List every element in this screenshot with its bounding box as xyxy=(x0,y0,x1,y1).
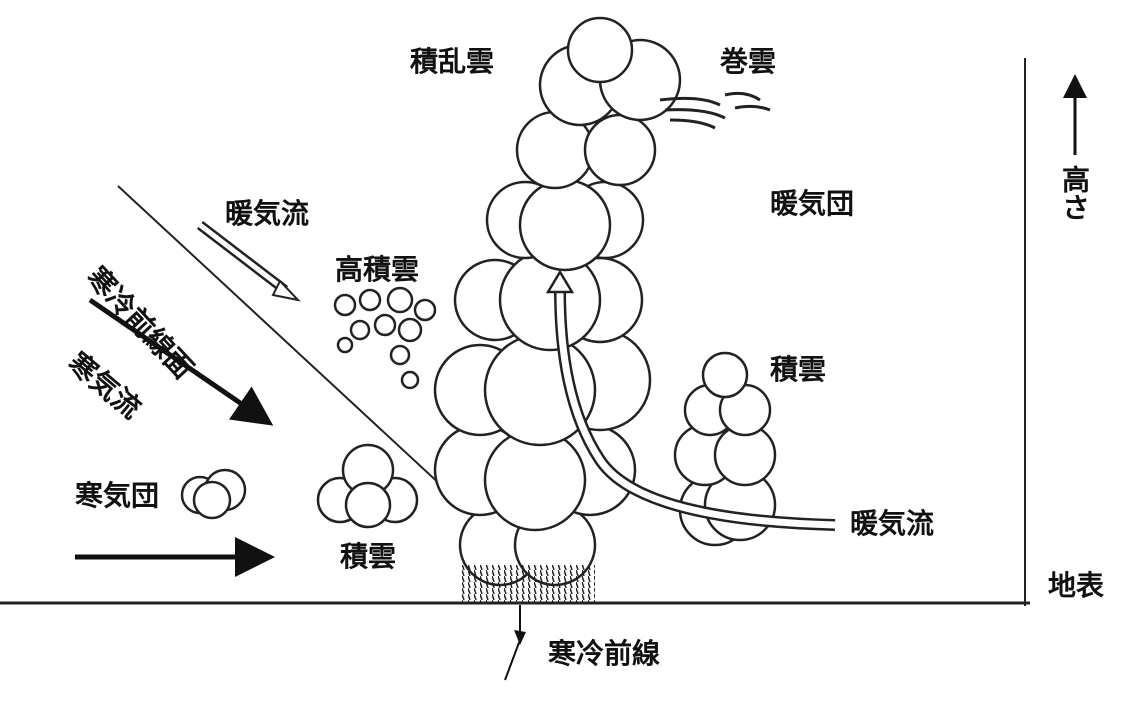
label-warm-flow-top: 暖気流 xyxy=(225,197,310,230)
cold-flow-arrow xyxy=(88,297,274,426)
label-height: 高さ xyxy=(1058,165,1091,221)
label-cirrus: 巻雲 xyxy=(720,45,777,78)
precipitation-hatch xyxy=(460,565,595,603)
label-warm-air-mass: 暖気団 xyxy=(770,187,855,220)
label-cumulus-right: 積雲 xyxy=(770,353,827,386)
label-cumulus-left: 積雲 xyxy=(340,540,397,573)
label-cold-air-mass: 寒気団 xyxy=(75,479,160,512)
cold-front-marker xyxy=(504,605,521,681)
label-cumulonimbus: 積乱雲 xyxy=(410,45,495,78)
label-warm-flow-bottom: 暖気流 xyxy=(850,507,935,540)
cumulus-right-cloud xyxy=(673,351,777,547)
cumulus-left-cloud xyxy=(316,443,419,529)
label-cold-front: 寒冷前線 xyxy=(548,637,661,670)
cold-air-mass-outline xyxy=(180,468,247,520)
altocumulus-cloud xyxy=(333,286,437,390)
label-altocumulus: 高積雲 xyxy=(335,253,420,286)
cirrus-streaks xyxy=(659,91,771,130)
label-ground: 地表 xyxy=(1048,569,1105,602)
cold-front-surface-line xyxy=(117,185,471,513)
warm-updraft-arrowhead xyxy=(545,269,575,294)
